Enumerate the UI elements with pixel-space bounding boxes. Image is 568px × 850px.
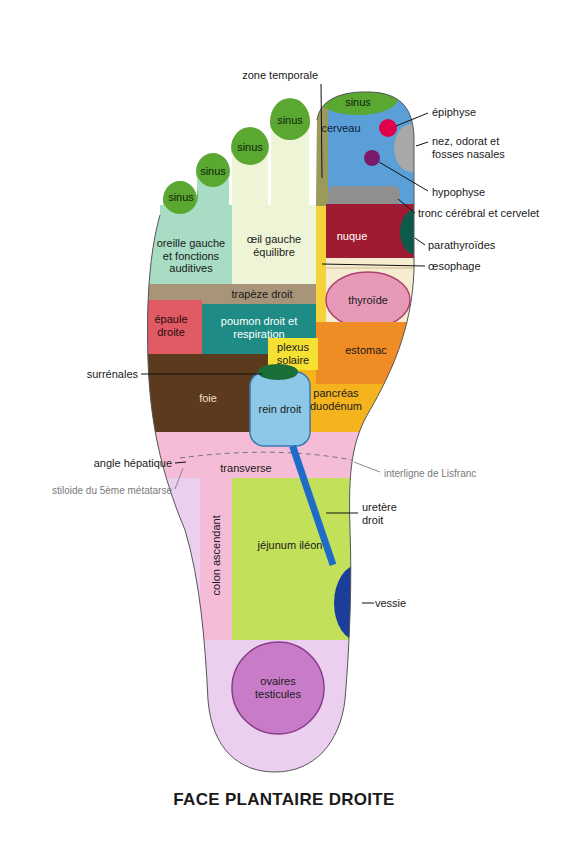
reflex-zone: sinus xyxy=(337,95,379,109)
reflex-zone: trapèze droit xyxy=(219,287,305,301)
zone-label: estomac xyxy=(345,344,387,357)
callout-label: épiphyse xyxy=(432,106,476,119)
leader-lines-grey xyxy=(175,462,380,489)
callout-label: œsophage xyxy=(428,260,481,273)
zone-label: sinus xyxy=(200,165,226,178)
callout-label: interligne de Lisfranc xyxy=(384,468,476,480)
zone-label: épaule droite xyxy=(144,313,198,338)
foot-outline xyxy=(148,92,415,772)
zone-label: œil gauche équilibre xyxy=(235,233,313,258)
zone-label: trapèze droit xyxy=(231,288,292,301)
reflex-zone: jéjunum iléon xyxy=(252,530,328,560)
reflex-zone: nuque xyxy=(329,229,375,243)
reflex-zone: rein droit xyxy=(250,372,310,446)
callout-label: surrénales xyxy=(87,368,138,381)
zone-label: sinus xyxy=(237,141,263,154)
reflex-zone: sinus xyxy=(233,139,267,155)
zone-label: cerveau xyxy=(321,122,360,135)
reflex-zone: œil gauche équilibre xyxy=(234,231,314,261)
zone-label: sinus xyxy=(277,114,303,127)
callout-label: stiloide du 5ème métatarse xyxy=(52,485,172,497)
zone-label: ovaires testicules xyxy=(237,675,319,700)
callout-label: angle hépatique xyxy=(94,457,172,470)
reflex-zone: sinus xyxy=(272,112,308,128)
reflex-zone: transverse xyxy=(213,461,279,475)
leader-lines xyxy=(141,84,428,603)
zone-label: poumon droit et respiration xyxy=(208,315,310,340)
zone-label: foie xyxy=(199,392,217,405)
zone-label: rein droit xyxy=(259,403,302,416)
zone-label: thyroïde xyxy=(348,294,388,307)
reflex-zone: estomac xyxy=(335,343,397,357)
reflex-zone: ovaires testicules xyxy=(236,673,320,703)
callout-label: uretère droit xyxy=(362,501,412,526)
callout-label: nez, odorat et fosses nasales xyxy=(432,135,524,160)
callout-label: zone temporale xyxy=(242,69,318,82)
reflex-zone: colon ascendant xyxy=(206,495,226,615)
callout-label: tronc cérébral et cervelet xyxy=(418,207,539,220)
zone-label: sinus xyxy=(345,96,371,109)
reflex-zone: épaule droite xyxy=(143,311,199,341)
reflex-zone: plexus solaire xyxy=(269,340,317,368)
zone-label: nuque xyxy=(337,230,368,243)
callout-label: parathyroïdes xyxy=(428,239,495,252)
zone-label: vessie xyxy=(375,597,406,610)
zone-label: transverse xyxy=(220,462,271,475)
reflex-zone: sinus xyxy=(164,189,198,205)
diagram-title: FACE PLANTAIRE DROITE xyxy=(0,790,568,810)
zone-label: jéjunum iléon xyxy=(258,539,323,552)
reflex-zone: oreille gauche et fonctions auditives xyxy=(152,234,230,278)
zone-label: pancréas duodénum xyxy=(307,387,365,412)
reflex-zone: sinus xyxy=(197,163,229,179)
reflex-zone: foie xyxy=(188,391,228,405)
reflex-zone: thyroïde xyxy=(338,293,398,307)
zone-label: oreille gauche et fonctions auditives xyxy=(153,237,229,275)
reflex-zone: cerveau xyxy=(318,121,364,135)
reflex-zone: poumon droit et respiration xyxy=(207,314,311,342)
reflex-zones xyxy=(130,83,430,790)
callout-label: hypophyse xyxy=(432,186,485,199)
zone-label: colon ascendant xyxy=(210,515,223,595)
lisfranc-line xyxy=(180,452,352,460)
reflex-zone: vessie xyxy=(333,564,359,642)
zone-label: plexus solaire xyxy=(270,341,316,366)
zone-label: sinus xyxy=(168,191,194,204)
reflex-zone: pancréas duodénum xyxy=(306,385,366,415)
